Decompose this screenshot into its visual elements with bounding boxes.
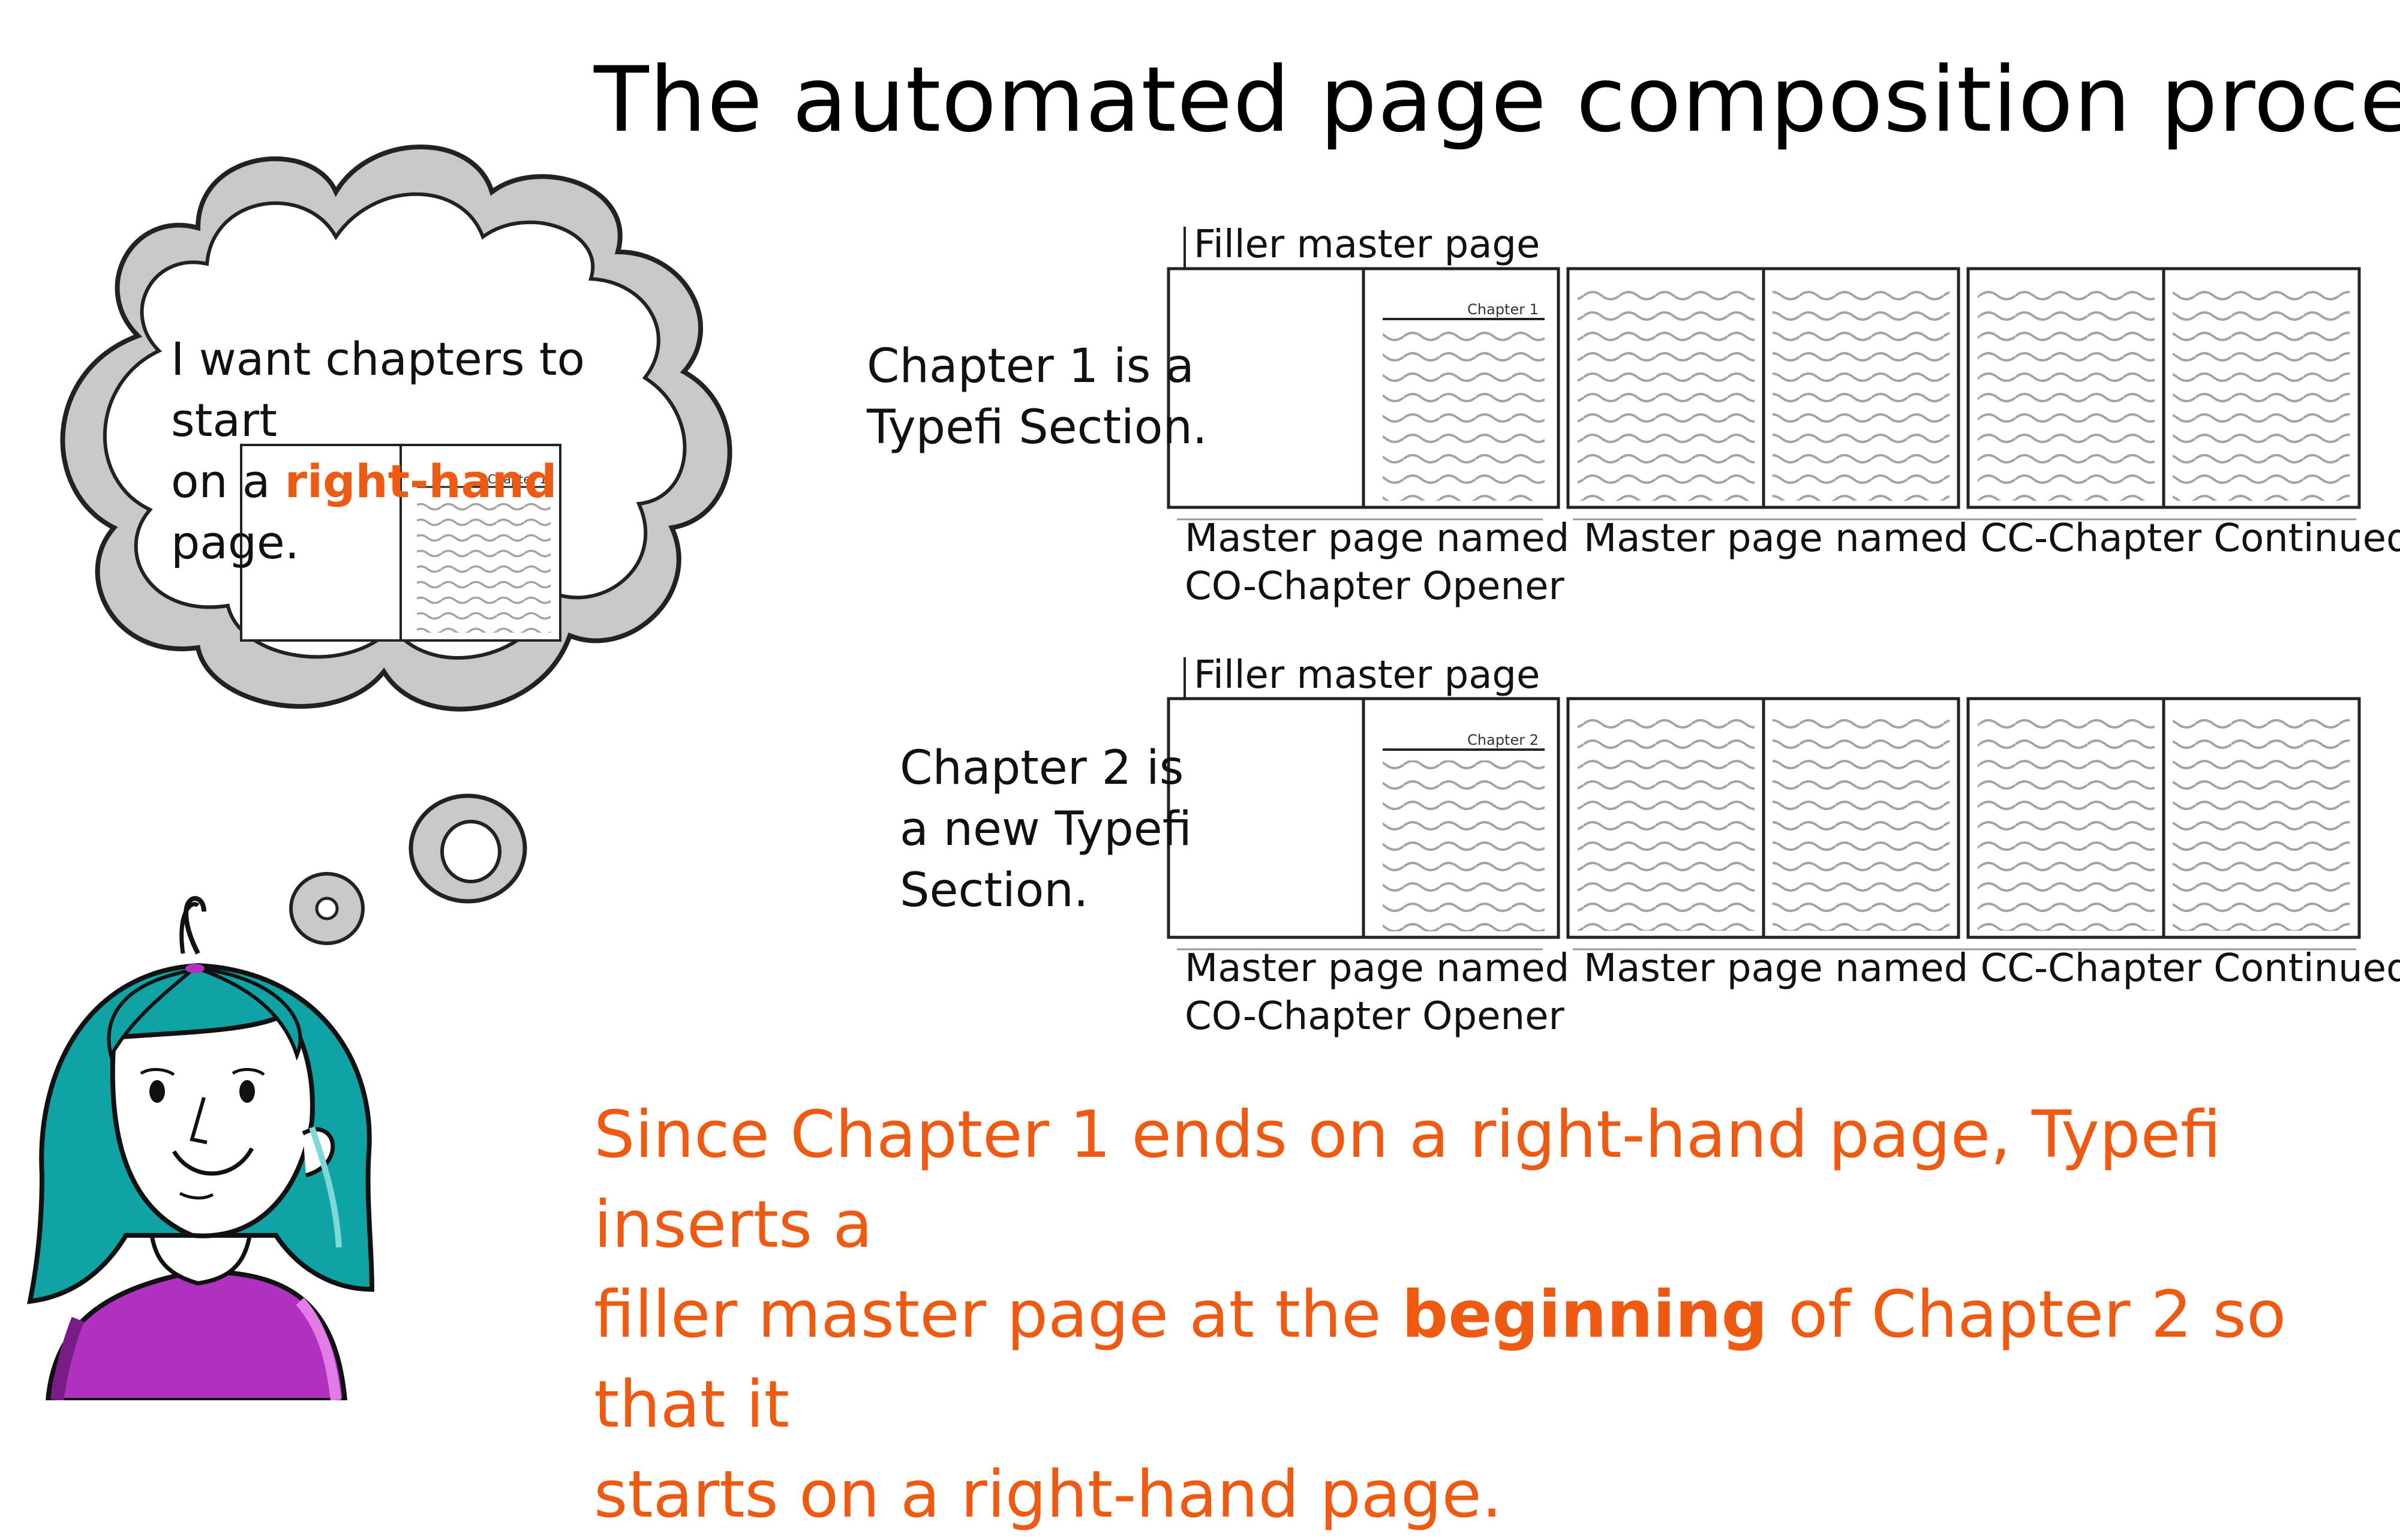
thought-sketch-spread: [240, 444, 561, 642]
row2-continued-spread-1: [1566, 697, 1960, 939]
row1-section-line-2: Typefi Section.: [867, 401, 1207, 455]
row1-opener-caption: Master page named CO-Chapter Opener: [1185, 515, 1569, 610]
row1-section-line-1: Chapter 1 is a: [867, 339, 1194, 393]
row2-filler-label: Filler master page: [1194, 653, 1540, 697]
row2-section-line-1: Chapter 2 is: [900, 741, 1184, 795]
person-illustration: [26, 896, 375, 1400]
explanation-line-2-pre: filler master page at the: [594, 1277, 1402, 1352]
thought-line-2-post: page.: [171, 516, 299, 569]
explanation-bold: beginning: [1401, 1277, 1768, 1352]
row1-opener-spread: [1167, 267, 1560, 509]
row1-section-label: Chapter 1 is a Typefi Section.: [867, 336, 1207, 458]
row1-opener-caption-line-2: CO-Chapter Opener: [1185, 564, 1564, 609]
explanation-text: Since Chapter 1 ends on a right-hand pag…: [594, 1090, 2393, 1540]
row2-opener-caption-line-1: Master page named: [1185, 946, 1570, 991]
thought-text: I want chapters to start on a right-hand…: [171, 329, 687, 573]
row2-opener-heading: Chapter 2: [1467, 732, 1539, 748]
thought-cloud: [60, 145, 732, 712]
diagram-canvas: Chapter 1 Chapter 1 Chapter 2: [26, 145, 2361, 1400]
row1-filler-label: Filler master page: [1194, 222, 1540, 267]
row2-section-line-3: Section.: [900, 864, 1089, 918]
thought-bubble-large: [408, 793, 527, 904]
row1-opener-caption-line-1: Master page named: [1185, 516, 1570, 561]
row1-continued-caption: Master page named CC-Chapter Continued: [1584, 516, 2400, 561]
row2-section-label: Chapter 2 is a new Typefi Section.: [900, 738, 1192, 921]
row2-opener-caption: Master page named CO-Chapter Opener: [1185, 945, 1569, 1040]
thought-line-2-pre: on a: [171, 455, 285, 508]
explanation-line-2: filler master page at the beginning of C…: [594, 1270, 2393, 1450]
row2-section-line-2: a new Typefi: [900, 802, 1192, 856]
thought-bubble-small: [289, 872, 365, 945]
row1-opener-heading: Chapter 1: [1467, 301, 1539, 318]
thought-highlight: right-hand: [284, 455, 557, 508]
thought-sketch-heading: Chapter 1: [488, 472, 547, 486]
thought-line-1: I want chapters to start: [171, 332, 585, 447]
row2-continued-caption: Master page named CC-Chapter Continued: [1584, 946, 2400, 991]
row2-continued-spread-2: [1966, 697, 2361, 939]
row1-continued-spread-1: [1566, 267, 1960, 509]
row1-continued-spread-2: [1966, 267, 2361, 509]
explanation-line-3: starts on a right-hand page.: [594, 1457, 1503, 1532]
row2-opener-spread: [1167, 697, 1560, 939]
thought-line-2: on a right-hand page.: [171, 451, 687, 573]
page-title: The automated page composition process: [594, 48, 2400, 152]
explanation-line-1: Since Chapter 1 ends on a right-hand pag…: [594, 1097, 2221, 1262]
row2-opener-caption-line-2: CO-Chapter Opener: [1185, 994, 1564, 1039]
